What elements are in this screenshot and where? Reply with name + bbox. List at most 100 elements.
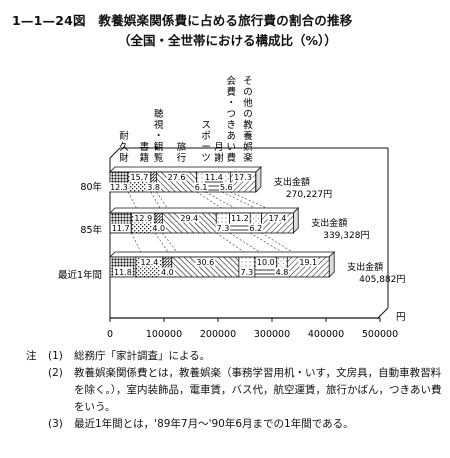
bar-value-label: 6.1	[195, 183, 208, 192]
series-label-char: 耐	[119, 130, 129, 142]
bar-value-label-bg	[274, 267, 290, 277]
bar-value-labels: 12.315.73.827.66.111.45.617.311.712.94.0…	[109, 172, 319, 277]
bar-value-label: 27.6	[168, 173, 186, 182]
segment-connector	[216, 232, 245, 253]
series-label-char: 会	[227, 75, 237, 87]
segment-connector	[162, 232, 178, 253]
bar-value-label-bg	[113, 267, 133, 277]
bar-value-label-bg	[218, 182, 234, 192]
bar-value-label-bg	[239, 267, 255, 277]
bar-value-label-bg	[203, 172, 224, 182]
bar-value-label-bg	[248, 223, 264, 233]
bar-value-label-bg	[139, 257, 160, 267]
series-label: 聴視・観覧	[154, 109, 164, 164]
x-unit-label: 円	[396, 312, 406, 323]
note-item: (3) 最近1年間とは，'89年7月～'90年6月までの1年間である。	[26, 416, 446, 433]
bar-value-label: 17.4	[269, 214, 287, 223]
series-label-char: つ	[227, 109, 237, 120]
bar-value-label-bg	[230, 213, 250, 223]
category-label: 80年	[80, 181, 102, 193]
chart-subtitle: （全国・全世帯における構成比（%））	[118, 33, 337, 48]
bar-value-label-bg	[195, 257, 216, 267]
bar-side-face	[328, 251, 335, 278]
bar-value-label-bg	[160, 267, 175, 277]
bar-value-label-bg	[193, 182, 209, 192]
bar-top-face	[109, 207, 300, 214]
note-number: (2)	[48, 367, 63, 379]
bar-value-label: 29.4	[180, 214, 198, 223]
bar-value-label: 12.4	[141, 258, 159, 267]
x-tick-label: 100000	[146, 329, 182, 340]
note-text: 総務庁「家計調査」による。	[74, 350, 211, 362]
bar-segment	[286, 256, 330, 278]
bar-value-label: 3.8	[147, 183, 160, 192]
bar-value-label-bg	[151, 223, 167, 233]
notes: 注 (1) 総務庁「家計調査」による。 (2) 教養娯楽関係費とは，教養娯楽（事…	[26, 348, 446, 433]
series-label-char: 久	[119, 141, 129, 153]
segment-connector	[150, 191, 161, 209]
segment-connector	[261, 232, 293, 253]
segment-connector	[196, 191, 222, 209]
x-tick-label: 400000	[308, 329, 344, 340]
bar-value-label-bg	[179, 213, 200, 223]
bar-value-label: 17.3	[234, 173, 252, 182]
series-label-char: 養	[243, 130, 253, 142]
bar-value-label-bg	[298, 257, 319, 267]
segment-connector	[229, 232, 261, 253]
bar-side-face	[292, 207, 299, 234]
series-label: 耐久財	[119, 130, 129, 164]
note-item: (2) 教養娯楽関係費とは，教養娯楽（事務学習用机・いす，文房具，自動車教習料を…	[26, 365, 446, 416]
bar-value-label: 6.2	[249, 224, 262, 233]
series-label-char: ツ	[201, 153, 211, 164]
bar-value-label-bg	[129, 172, 150, 182]
note-text: 最近1年間とは，'89年7月～'90年6月までの1年間である。	[74, 418, 354, 430]
bar-value-label: 4.0	[161, 268, 174, 277]
series-label-char: ス	[201, 120, 211, 131]
bar-value-label-bg	[267, 213, 288, 223]
bar-value-label: 11.2	[231, 214, 249, 223]
series-label-char: 行	[177, 152, 187, 164]
segment-connector	[230, 191, 267, 209]
category-labels: 80年 85年 最近1年間	[58, 181, 103, 281]
series-label: 会費・つきあい費	[227, 75, 237, 164]
series-label-char: 月	[214, 142, 224, 153]
note-item: 注 (1) 総務庁「家計調査」による。	[26, 348, 446, 365]
series-label-char: ・	[227, 98, 237, 109]
segment-connector	[127, 191, 137, 209]
bar-value-label-bg	[215, 223, 231, 233]
bar-value-label-bg	[255, 257, 276, 267]
series-label-char: ・	[154, 131, 164, 142]
x-tick-label: 300000	[254, 329, 290, 340]
series-label-char: 楽	[243, 152, 253, 164]
series-label-char: 旅	[177, 141, 187, 153]
x-tick-label: 0	[107, 329, 113, 340]
series-label-char: 書	[140, 141, 150, 153]
segment-connector	[156, 191, 168, 209]
note-text: 教養娯楽関係費とは，教養娯楽（事務学習用机・いす，文房具，自動車教習料を除く。）…	[74, 367, 442, 413]
series-label: 書籍	[140, 141, 150, 164]
series-label-char: そ	[243, 76, 253, 87]
series-label-char: 観	[154, 141, 164, 153]
bar-value-label: 19.1	[299, 258, 317, 267]
series-label-char: 謝	[214, 152, 224, 164]
series-label-char: い	[227, 142, 237, 153]
total-label-title: 支出金額	[274, 176, 310, 188]
bar-value-label: 11.4	[205, 173, 223, 182]
bar-value-label-bg	[133, 213, 154, 223]
bar-value-label-bg	[109, 182, 129, 192]
bar-value-label: 11.7	[112, 224, 130, 233]
series-label-char: あ	[227, 131, 237, 142]
bar-value-label-bg	[146, 182, 161, 192]
x-tick-label: 200000	[200, 329, 236, 340]
series-label: 旅行	[177, 141, 187, 164]
series-label-char: ー	[201, 142, 211, 153]
bar-top-face	[109, 166, 262, 173]
segment-connector	[131, 232, 142, 253]
segment-connector	[222, 191, 256, 209]
series-label-char: 視	[154, 119, 164, 131]
bar-value-label: 4.0	[152, 224, 165, 233]
series-label-char: 教	[243, 119, 253, 131]
